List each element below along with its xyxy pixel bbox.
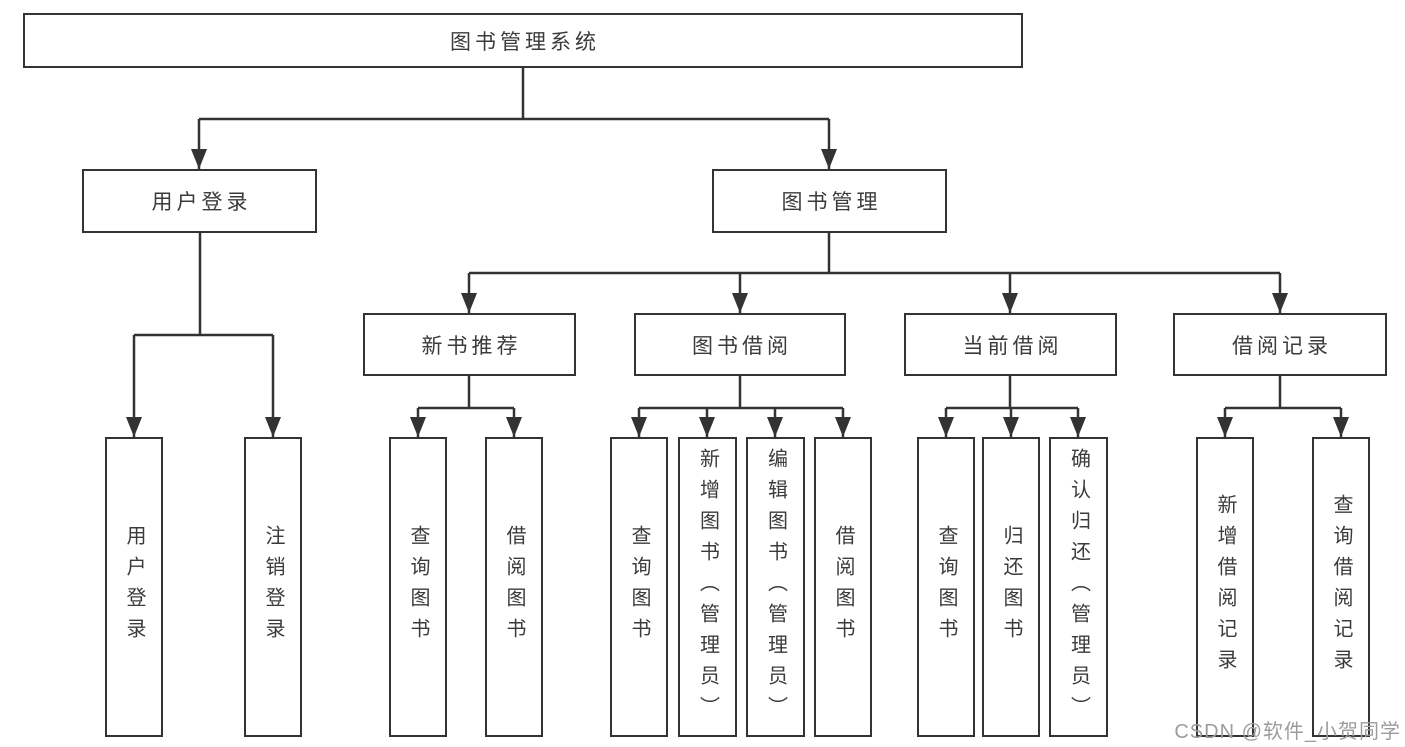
arrowhead-icon bbox=[732, 293, 748, 313]
leaf-label: 新增图书（管理员） bbox=[696, 447, 719, 727]
arrowheads bbox=[126, 149, 1349, 437]
arrowhead-icon bbox=[1002, 293, 1018, 313]
leaf-logout: 注销登录 bbox=[244, 437, 302, 737]
connector-path bbox=[132, 68, 1343, 437]
leaf-label: 借阅图书 bbox=[832, 525, 854, 649]
arrowhead-icon bbox=[938, 417, 954, 437]
leaf-borrow-books-borrowing: 借阅图书 bbox=[814, 437, 872, 737]
node-label: 图书管理 bbox=[781, 191, 882, 214]
leaf-user-login: 用户登录 bbox=[105, 437, 163, 737]
arrowhead-icon bbox=[191, 149, 207, 169]
leaf-borrow-books-recommend: 借阅图书 bbox=[485, 437, 543, 737]
leaf-query-borrow-record: 查询借阅记录 bbox=[1312, 437, 1370, 737]
arrowhead-icon bbox=[1003, 417, 1019, 437]
arrowhead-icon bbox=[1272, 293, 1288, 313]
arrowhead-icon bbox=[461, 293, 477, 313]
node-borrowing-records: 借阅记录 bbox=[1173, 313, 1387, 376]
leaf-label: 查询借阅记录 bbox=[1330, 494, 1352, 680]
arrowhead-icon bbox=[1333, 417, 1349, 437]
arrowhead-icon bbox=[126, 417, 142, 437]
node-label: 用户登录 bbox=[151, 191, 252, 214]
leaf-query-books-recommend: 查询图书 bbox=[389, 437, 447, 737]
leaf-query-books-current: 查询图书 bbox=[917, 437, 975, 737]
arrowhead-icon bbox=[767, 417, 783, 437]
leaf-query-books-borrowing: 查询图书 bbox=[610, 437, 668, 737]
node-root: 图书管理系统 bbox=[23, 13, 1023, 68]
arrowhead-icon bbox=[699, 417, 715, 437]
node-book-management: 图书管理 bbox=[712, 169, 947, 233]
leaf-label: 归还图书 bbox=[1000, 525, 1022, 649]
leaf-return-books: 归还图书 bbox=[982, 437, 1040, 737]
leaf-label: 新增借阅记录 bbox=[1214, 494, 1236, 680]
arrowhead-icon bbox=[265, 417, 281, 437]
leaf-label: 编辑图书（管理员） bbox=[764, 447, 787, 727]
arrowhead-icon bbox=[835, 417, 851, 437]
csdn-watermark: CSDN @软件_小贺同学 bbox=[1174, 721, 1401, 743]
leaf-add-book-admin: 新增图书（管理员） bbox=[678, 437, 737, 737]
leaf-confirm-return-admin: 确认归还（管理员） bbox=[1049, 437, 1108, 737]
leaf-label: 注销登录 bbox=[262, 525, 284, 649]
leaf-label: 确认归还（管理员） bbox=[1067, 447, 1090, 727]
node-root-label: 图书管理系统 bbox=[450, 30, 600, 54]
leaf-label: 借阅图书 bbox=[503, 525, 525, 649]
node-label: 图书借阅 bbox=[692, 334, 792, 358]
leaf-label: 用户登录 bbox=[123, 525, 145, 649]
arrowhead-icon bbox=[1070, 417, 1086, 437]
leaf-label: 查询图书 bbox=[935, 525, 957, 649]
arrowhead-icon bbox=[821, 149, 837, 169]
arrowhead-icon bbox=[410, 417, 426, 437]
node-label: 借阅记录 bbox=[1232, 334, 1332, 358]
leaf-add-borrow-record: 新增借阅记录 bbox=[1196, 437, 1254, 737]
node-current-borrowing: 当前借阅 bbox=[904, 313, 1117, 376]
node-user-login-group: 用户登录 bbox=[82, 169, 317, 233]
leaf-label: 查询图书 bbox=[407, 525, 429, 649]
arrowhead-icon bbox=[506, 417, 522, 437]
node-label: 当前借阅 bbox=[962, 334, 1063, 358]
node-label: 新书推荐 bbox=[421, 334, 522, 358]
leaf-label: 查询图书 bbox=[628, 525, 650, 649]
arrowhead-icon bbox=[1217, 417, 1233, 437]
arrowhead-icon bbox=[631, 417, 647, 437]
leaf-edit-book-admin: 编辑图书（管理员） bbox=[746, 437, 805, 737]
node-book-borrowing: 图书借阅 bbox=[634, 313, 846, 376]
node-new-book-recommend: 新书推荐 bbox=[363, 313, 576, 376]
